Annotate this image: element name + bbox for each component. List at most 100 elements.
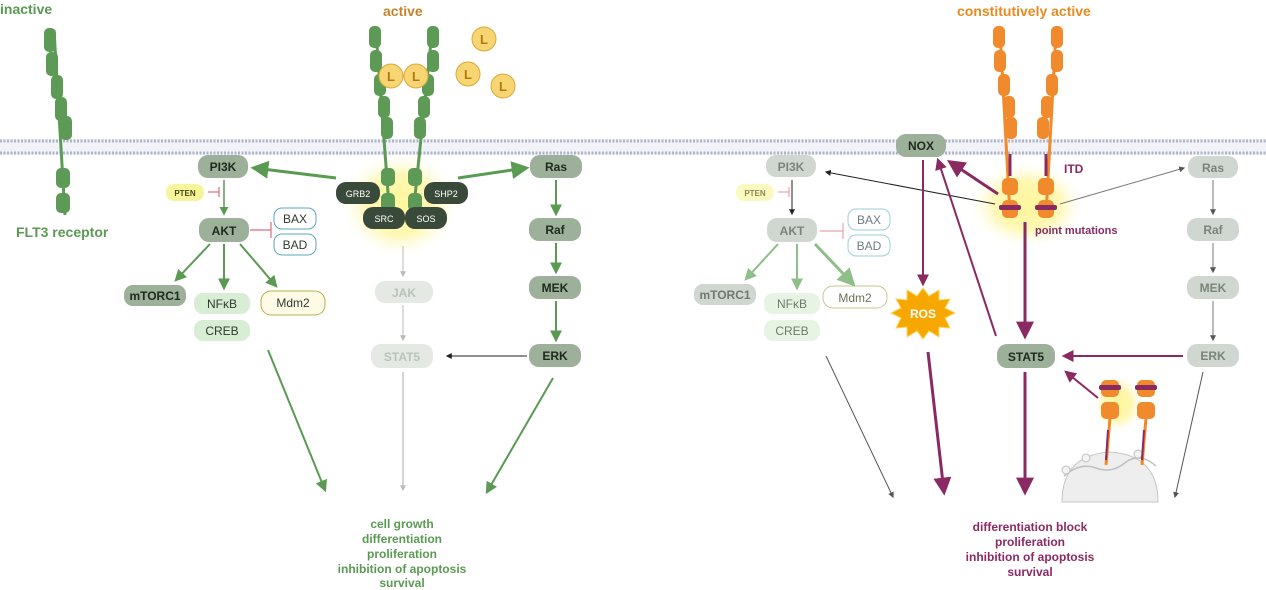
svg-text:mTORC1: mTORC1 bbox=[699, 288, 750, 302]
svg-text:mTORC1: mTORC1 bbox=[129, 289, 180, 303]
node-mek-faded: MEK bbox=[1187, 276, 1239, 299]
cell-membrane bbox=[0, 139, 1266, 155]
activation-glow bbox=[338, 150, 462, 260]
ligand: L bbox=[378, 63, 404, 89]
node-ras-faded: Ras bbox=[1188, 156, 1238, 178]
node-mtorc1: mTORC1 bbox=[124, 285, 186, 306]
inactive-flt3-receptor bbox=[44, 28, 72, 216]
svg-text:BAD: BAD bbox=[283, 238, 308, 252]
ligand: L bbox=[471, 26, 497, 52]
svg-text:AKT: AKT bbox=[780, 224, 805, 238]
svg-text:L: L bbox=[387, 69, 395, 84]
svg-text:ROS: ROS bbox=[910, 307, 936, 321]
adaptor-src: SRC bbox=[363, 207, 405, 229]
node-erk: ERK bbox=[529, 344, 581, 367]
svg-text:Mdm2: Mdm2 bbox=[276, 296, 310, 310]
ligand: L bbox=[455, 61, 481, 87]
title-active: active bbox=[383, 3, 423, 19]
svg-text:L: L bbox=[412, 69, 420, 84]
svg-text:PI3K: PI3K bbox=[778, 160, 805, 174]
adaptor-shp2: SHP2 bbox=[424, 182, 468, 204]
svg-text:AKT: AKT bbox=[212, 224, 237, 238]
outcome-line: proliferation bbox=[367, 547, 437, 561]
node-nfkb-faded: NFκB bbox=[764, 293, 820, 314]
outcome-line: differentiation bbox=[362, 532, 442, 546]
title-inactive: inactive bbox=[0, 1, 52, 17]
svg-text:CREB: CREB bbox=[205, 324, 238, 338]
adaptor-sos: SOS bbox=[405, 207, 447, 229]
title-flt3-receptor: FLT3 receptor bbox=[16, 224, 109, 240]
title-constitutively-active: constitutively active bbox=[957, 3, 1091, 19]
node-jak: JAK bbox=[375, 281, 433, 303]
node-stat5: STAT5 bbox=[371, 344, 433, 368]
node-pten-faded: PTEN bbox=[736, 184, 774, 201]
svg-text:MEK: MEK bbox=[542, 281, 569, 295]
node-mdm2: Mdm2 bbox=[260, 290, 326, 316]
svg-text:SHP2: SHP2 bbox=[434, 189, 458, 199]
node-raf-faded: Raf bbox=[1187, 218, 1239, 241]
ligand-group: L L L L L bbox=[378, 26, 516, 99]
svg-text:Mdm2: Mdm2 bbox=[838, 291, 872, 305]
outcome-line: survival bbox=[379, 576, 424, 590]
node-creb-faded: CREB bbox=[764, 320, 820, 341]
active-flt3-receptor bbox=[369, 26, 439, 211]
node-pten: PTEN bbox=[166, 184, 204, 201]
svg-text:NOX: NOX bbox=[908, 139, 934, 153]
svg-text:L: L bbox=[464, 67, 472, 82]
node-bad: BAD bbox=[273, 233, 317, 256]
svg-text:Raf: Raf bbox=[545, 223, 565, 237]
ligand: L bbox=[490, 73, 516, 99]
outcome-line: inhibition of apoptosis bbox=[966, 550, 1095, 564]
svg-text:NFκB: NFκB bbox=[207, 297, 237, 311]
node-nfkb: NFκB bbox=[194, 293, 250, 314]
node-bax-faded: BAX bbox=[847, 208, 891, 231]
svg-text:Ras: Ras bbox=[1202, 161, 1224, 175]
left-arrows bbox=[174, 160, 562, 495]
svg-text:Ras: Ras bbox=[545, 160, 567, 174]
node-ros: ROS bbox=[889, 287, 957, 340]
svg-text:ERK: ERK bbox=[1200, 349, 1226, 363]
node-creb: CREB bbox=[194, 320, 250, 341]
mutation-glow bbox=[967, 160, 1087, 250]
node-bad-faded: BAD bbox=[847, 234, 891, 257]
svg-text:L: L bbox=[480, 32, 488, 47]
svg-text:ERK: ERK bbox=[542, 349, 568, 363]
ligand: L bbox=[403, 63, 429, 89]
node-akt-faded: AKT bbox=[767, 218, 817, 242]
svg-text:STAT5: STAT5 bbox=[384, 350, 421, 364]
node-erk-faded: ERK bbox=[1187, 344, 1239, 367]
svg-text:BAX: BAX bbox=[857, 213, 881, 227]
endoplasmic-reticulum-organelle bbox=[1061, 380, 1159, 503]
outcome-line: cell growth bbox=[370, 517, 433, 531]
outcome-line: differentiation block bbox=[973, 520, 1088, 534]
node-mtorc1-faded: mTORC1 bbox=[694, 284, 756, 305]
node-pi3k-faded: PI3K bbox=[766, 155, 816, 177]
svg-text:SRC: SRC bbox=[374, 214, 394, 224]
node-akt: AKT bbox=[199, 218, 249, 242]
svg-text:PI3K: PI3K bbox=[210, 160, 237, 174]
right-arrows bbox=[744, 157, 1216, 499]
svg-text:PTEN: PTEN bbox=[174, 189, 196, 198]
node-stat5-active: STAT5 bbox=[997, 344, 1055, 368]
adaptor-grb2: GRB2 bbox=[336, 182, 380, 204]
node-pi3k: PI3K bbox=[198, 155, 248, 178]
outcome-line: survival bbox=[1007, 565, 1052, 579]
right-outcome: differentiation block proliferation inhi… bbox=[966, 520, 1095, 579]
svg-text:SOS: SOS bbox=[416, 214, 435, 224]
svg-text:BAD: BAD bbox=[857, 239, 882, 253]
label-itd: ITD bbox=[1064, 162, 1084, 176]
node-nox: NOX bbox=[896, 134, 946, 157]
svg-text:L: L bbox=[499, 79, 507, 94]
svg-text:STAT5: STAT5 bbox=[1008, 350, 1045, 364]
node-mek: MEK bbox=[529, 276, 581, 299]
node-raf: Raf bbox=[529, 218, 581, 241]
node-bax: BAX bbox=[273, 207, 317, 230]
node-mdm2-faded: Mdm2 bbox=[822, 285, 888, 309]
node-ras: Ras bbox=[530, 155, 582, 178]
svg-text:PTEN: PTEN bbox=[744, 189, 766, 198]
svg-text:MEK: MEK bbox=[1200, 281, 1227, 295]
constitutive-flt3-receptor bbox=[993, 26, 1063, 218]
outcome-line: proliferation bbox=[995, 535, 1065, 549]
outcome-line: inhibition of apoptosis bbox=[338, 562, 467, 576]
